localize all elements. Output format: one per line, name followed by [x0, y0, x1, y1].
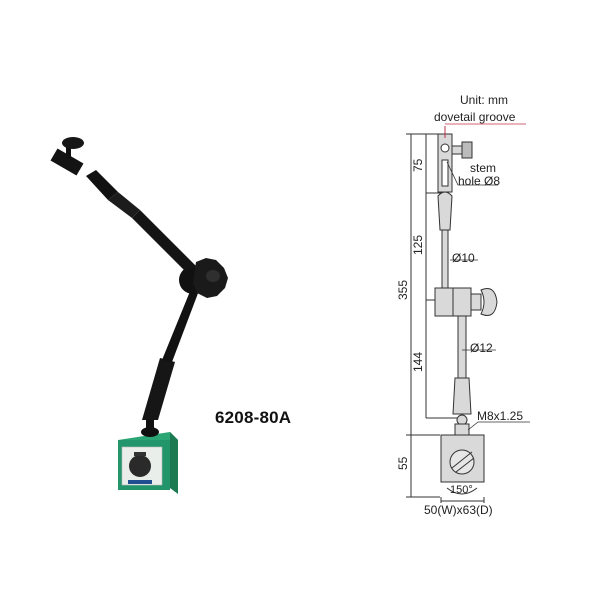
dim-125: 125: [411, 235, 425, 255]
rod-lower-dia: Ø12: [470, 341, 493, 355]
rod-upper-dia: Ø10: [452, 251, 475, 265]
upper-rod: [437, 191, 453, 289]
dim-144: 144: [411, 352, 425, 372]
dim-55: 55: [396, 456, 410, 470]
magnetic-base: [118, 432, 178, 494]
angle-label: 150°: [450, 484, 473, 496]
dovetail-label: dovetail groove: [434, 110, 516, 124]
base-size-label: 50(W)x63(D): [424, 503, 493, 517]
articulating-arm: [50, 137, 228, 437]
stem-label: stem: [470, 161, 496, 175]
stem-hole-label: hole Ø8: [458, 174, 500, 188]
magnetic-base-drawing: [440, 434, 485, 495]
unit-note: Unit: mm: [460, 93, 508, 107]
lower-rod: [452, 315, 472, 436]
thread-label: M8x1.25: [477, 409, 523, 423]
dim-75: 75: [411, 158, 425, 172]
model-number: 6208-80A: [215, 408, 292, 427]
dim-355: 355: [396, 280, 410, 300]
center-joint: [434, 287, 498, 317]
